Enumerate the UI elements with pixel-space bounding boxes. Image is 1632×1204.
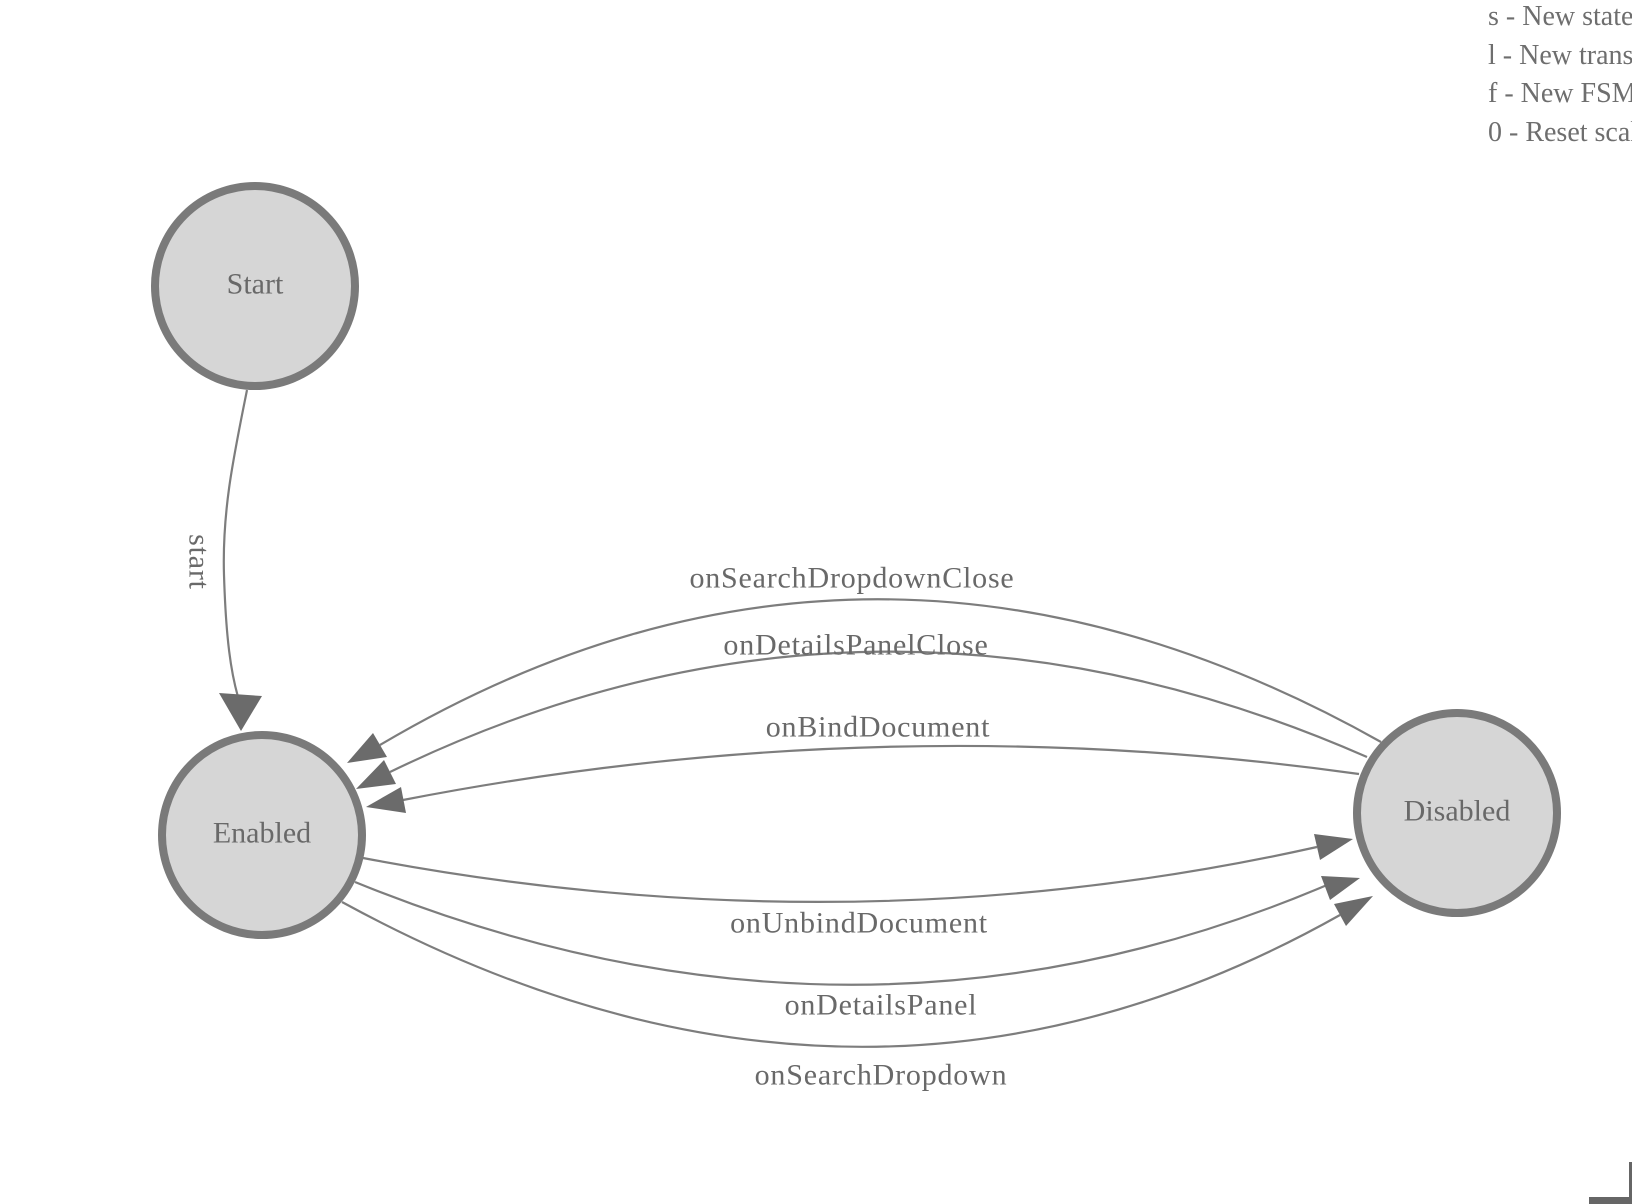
transition-start[interactable]: start xyxy=(183,389,263,731)
transition-ondetailspanel-path[interactable] xyxy=(354,880,1328,986)
arrowhead-ondetailspanelclose xyxy=(356,760,396,789)
state-circle-enabled[interactable] xyxy=(158,731,366,939)
transition-label-onbinddocument[interactable]: onBindDocument xyxy=(766,711,991,744)
arrowhead-onsearchdropdown xyxy=(1334,896,1373,926)
arrowhead-onsearchdropdownclose xyxy=(347,733,387,763)
state-label-enabled: Enabled xyxy=(213,817,311,850)
transition-onunbinddocument[interactable]: onUnbindDocument xyxy=(362,834,1353,940)
clipped-corner-horizontal-bar xyxy=(1589,1197,1632,1204)
transition-label-onsearchdropdown[interactable]: onSearchDropdown xyxy=(755,1059,1008,1092)
transition-label-onunbinddocument[interactable]: onUnbindDocument xyxy=(730,907,988,940)
state-circle-start[interactable] xyxy=(151,182,359,390)
clipped-element-corner xyxy=(1589,1162,1632,1204)
state-node-disabled[interactable]: Disabled xyxy=(1353,709,1561,917)
clipped-corner-vertical-line xyxy=(1629,1162,1632,1204)
state-circle-disabled[interactable] xyxy=(1353,709,1561,917)
state-node-enabled[interactable]: Enabled xyxy=(158,731,366,939)
arrowhead-onbinddocument xyxy=(366,787,406,813)
legend-line-new-state: s - New state xyxy=(1488,1,1632,32)
legend-line-new-transition: l - New transition xyxy=(1488,39,1632,71)
transition-onunbinddocument-path[interactable] xyxy=(362,845,1318,904)
arrowhead-ondetailspanel xyxy=(1321,876,1360,900)
transition-onbinddocument-path[interactable] xyxy=(402,744,1360,802)
arrowhead-start-to-enabled xyxy=(219,693,262,731)
transition-start-path[interactable] xyxy=(222,389,249,698)
transition-label-start[interactable]: start xyxy=(183,534,216,590)
transition-label-ondetailspanel[interactable]: onDetailsPanel xyxy=(785,989,978,1022)
state-node-start[interactable]: Start xyxy=(151,182,359,390)
legend-line-new-fsm: f - New FSM xyxy=(1488,78,1632,109)
transition-label-ondetailspanelclose[interactable]: onDetailsPanelClose xyxy=(723,629,988,662)
shortcut-legend: s - New state l - New transition f - New… xyxy=(1488,0,1632,152)
transition-onsearchdropdownclose-path[interactable] xyxy=(379,598,1382,746)
transition-label-onsearchdropdownclose[interactable]: onSearchDropdownClose xyxy=(689,562,1014,595)
transition-onbinddocument[interactable]: onBindDocument xyxy=(366,711,1360,814)
legend-line-reset: 0 - Reset scale xyxy=(1488,116,1632,148)
state-label-start: Start xyxy=(227,268,284,301)
transition-onsearchdropdownclose[interactable]: onSearchDropdownClose xyxy=(347,562,1382,764)
transition-onsearchdropdown[interactable]: onSearchDropdown xyxy=(341,896,1373,1092)
arrowhead-onunbinddocument xyxy=(1314,834,1353,860)
transition-ondetailspanelclose[interactable]: onDetailsPanelClose xyxy=(356,629,1368,790)
state-label-disabled: Disabled xyxy=(1404,795,1511,828)
transition-ondetailspanel[interactable]: onDetailsPanel xyxy=(354,876,1360,1022)
transition-ondetailspanelclose-path[interactable] xyxy=(389,650,1368,773)
transition-onsearchdropdown-path[interactable] xyxy=(341,901,1341,1048)
